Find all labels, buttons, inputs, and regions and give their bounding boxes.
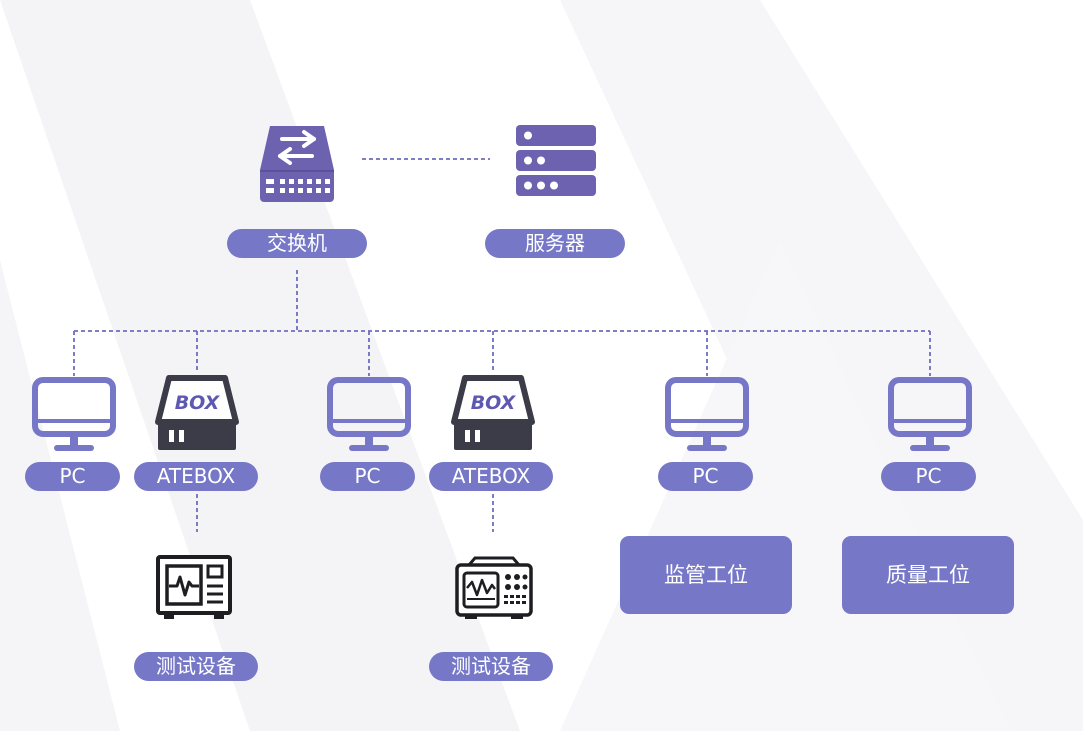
switch-icon [260, 126, 334, 202]
pc-4-label: PC [881, 462, 976, 491]
atebox-2-label: ATEBOX [429, 462, 553, 491]
monitor-icon [327, 377, 411, 451]
box-device-icon: BOX [155, 375, 239, 450]
pc-1-label: PC [25, 462, 120, 491]
box-icon-text: BOX [471, 392, 517, 414]
test-instrument-icon [156, 555, 232, 619]
test-device-2-label: 测试设备 [429, 652, 553, 681]
atebox-1-label: ATEBOX [134, 462, 258, 491]
quality-station-box: 质量工位 [842, 536, 1014, 614]
box-icon-text: BOX [175, 392, 221, 414]
monitor-icon [32, 377, 116, 451]
monitor-icon [665, 377, 749, 451]
switch-label: 交换机 [227, 229, 367, 258]
supervision-station-box: 监管工位 [620, 536, 792, 614]
box-device-icon: BOX [451, 375, 535, 450]
server-icon [516, 125, 596, 196]
pc-3-label: PC [658, 462, 753, 491]
pc-2-label: PC [320, 462, 415, 491]
test-instrument-icon [455, 556, 533, 619]
server-label: 服务器 [485, 229, 625, 258]
test-device-1-label: 测试设备 [134, 652, 258, 681]
monitor-icon [888, 377, 972, 451]
